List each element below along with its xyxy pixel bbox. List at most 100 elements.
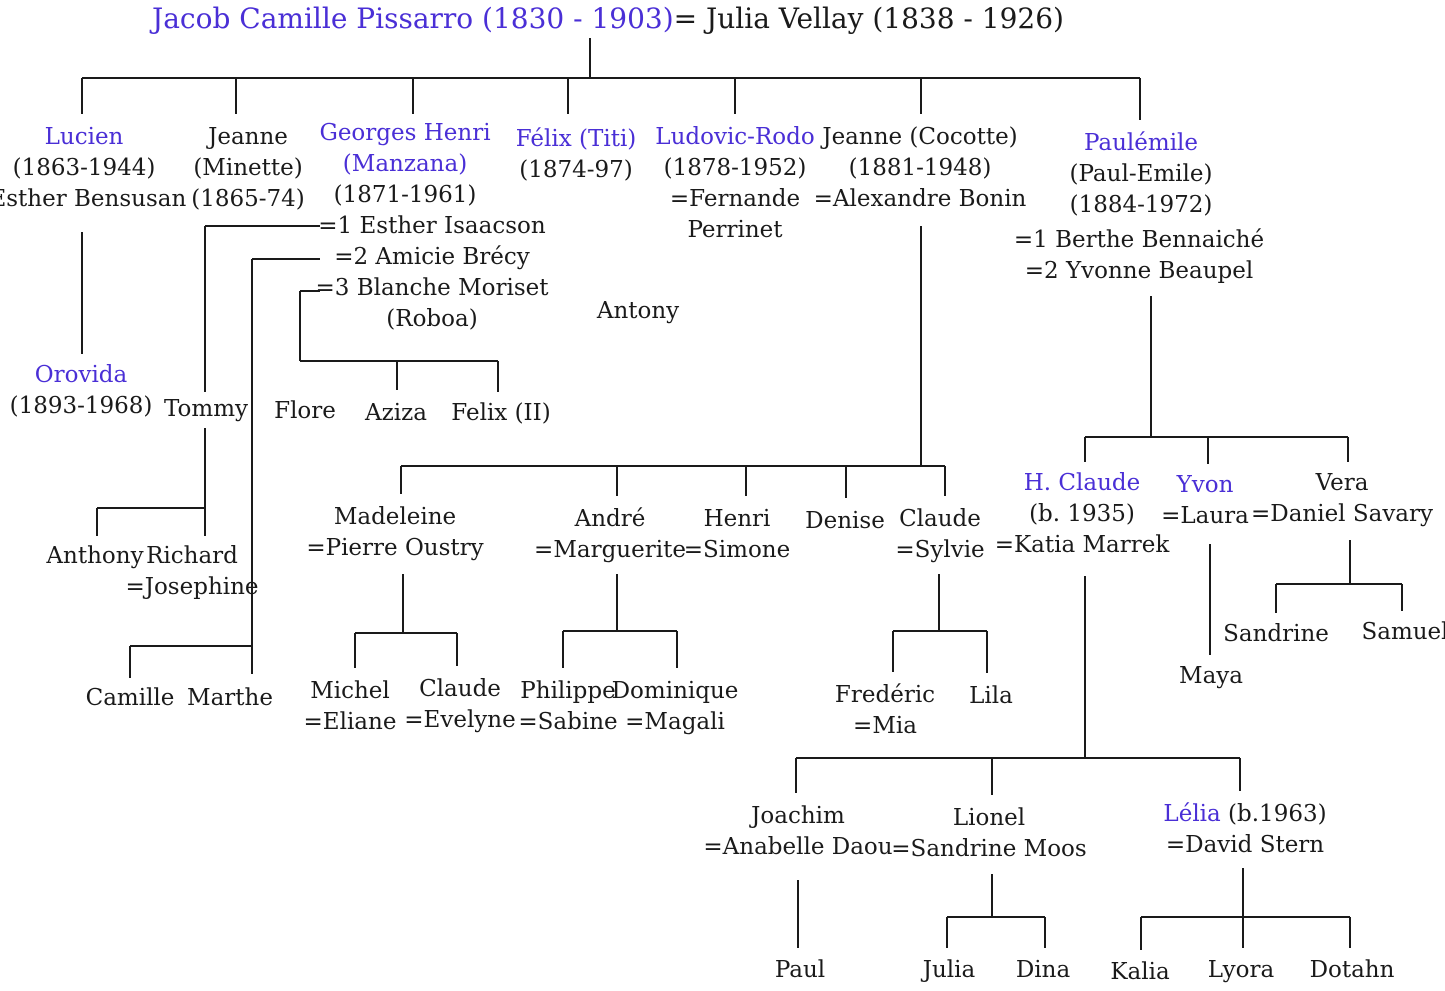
- person-lyora: Lyora: [1208, 955, 1274, 986]
- person-line: Kalia: [1110, 959, 1170, 985]
- person-line: =Sandrine Moos: [891, 836, 1087, 862]
- person-line: =2 Yvonne Beaupel: [1024, 258, 1254, 284]
- person-line: Lélia (b.1963): [1163, 801, 1327, 827]
- person-line: Jeanne (Cocotte): [822, 124, 1018, 150]
- person-sandrine: Sandrine: [1223, 619, 1329, 650]
- person-line: Claude: [899, 506, 981, 532]
- person-paulemile-spouses: =1 Berthe Bennaiché =2 Yvonne Beaupel: [1014, 225, 1264, 287]
- person-line: =Sabine: [518, 709, 618, 735]
- person-line: Madeleine: [333, 504, 457, 530]
- person-aziza: Aziza: [365, 398, 427, 429]
- person-joachim: Joachim=Anabelle Daou: [703, 801, 892, 863]
- person-dominique: Dominique=Magali: [612, 676, 739, 738]
- person-line: Yvon: [1176, 472, 1234, 498]
- person-jeanne-cocotte: Jeanne (Cocotte) (1881-1948) =Alexandre Bo…: [814, 122, 1027, 215]
- person-lila: Lila: [969, 681, 1013, 712]
- person-line: Sandrine: [1223, 621, 1329, 647]
- person-samuel: Samuel: [1361, 617, 1445, 648]
- person-line: =3 Blanche Moriset: [315, 275, 549, 301]
- person-line: (1865-74): [191, 186, 305, 212]
- person-line: =Alexandre Bonin: [813, 186, 1027, 212]
- person-line: H. Claude: [1023, 470, 1141, 496]
- person-line: Félix (Titi): [515, 126, 637, 152]
- person-line: =Evelyne: [404, 707, 516, 733]
- person-georges-spouses: =1 Esther Isaacson =2 Amicie Brécy =3 Blan…: [315, 211, 548, 335]
- person-line: (Minette): [193, 155, 303, 181]
- person-anthony: Anthony: [46, 541, 143, 572]
- person-line: =Anabelle Daou: [703, 834, 893, 860]
- person-line: Claude: [419, 676, 501, 702]
- person-richard: Richard=Josephine: [125, 541, 258, 603]
- person-denise: Denise: [805, 506, 885, 537]
- person-georges-henri: Georges Henri(Manzana)(1871-1961): [319, 118, 490, 211]
- person-line: -Esther Bensusan: [0, 186, 187, 212]
- person-vera: Vera =Daniel Savary: [1251, 468, 1433, 530]
- person-antony: Antony: [597, 296, 679, 327]
- person-line: Aziza: [365, 400, 427, 426]
- person-henri: Henri=Simone: [684, 504, 790, 566]
- patriarch-spouse: = Julia Vellay (1838 - 1926): [673, 2, 1064, 35]
- person-line: Camille: [85, 685, 175, 711]
- person-line: Michel: [310, 678, 390, 704]
- person-claude-sylvie: Claude=Sylvie: [895, 504, 984, 566]
- person-line: (Paul-Emile): [1069, 161, 1213, 187]
- person-line: =1 Berthe Bennaiché: [1013, 227, 1265, 253]
- person-line: =Daniel Savary: [1250, 501, 1434, 527]
- person-line: =Katia Marrek: [994, 532, 1170, 558]
- person-felix-titi: Félix (Titi) (1874-97): [516, 124, 637, 186]
- person-line: (Roboa): [386, 306, 478, 332]
- person-line: Samuel: [1361, 619, 1445, 645]
- person-line: Julia: [922, 957, 976, 983]
- person-flore: Flore: [274, 396, 336, 427]
- person-line: Marthe: [187, 685, 273, 711]
- person-line: =Josephine: [125, 574, 259, 600]
- person-maya: Maya: [1179, 661, 1243, 692]
- person-felix-ii: Felix (II): [451, 398, 550, 429]
- person-line: (Manzana): [342, 151, 468, 177]
- person-line: Denise: [805, 508, 885, 534]
- person-line: (1874-97): [519, 157, 633, 183]
- person-line: =2 Amicie Brécy: [334, 244, 530, 270]
- person-line: Ludovic-Rodo: [655, 124, 815, 150]
- person-line: Fredéric: [834, 682, 936, 708]
- person-line: Henri: [703, 506, 771, 532]
- person-orovida: Orovida (1893-1968): [10, 360, 153, 422]
- person-line: =Magali: [625, 709, 725, 735]
- person-philippe: Philippe =Sabine: [518, 676, 617, 738]
- person-line: Lionel: [952, 805, 1026, 831]
- person-line: Flore: [274, 398, 336, 424]
- person-line: Philippe: [520, 678, 616, 704]
- person-h-claude: H. Claude (b. 1935) =Katia Marrek: [995, 468, 1170, 561]
- person-andre: André=Marguerite: [534, 504, 686, 566]
- person-line: =1 Esther Isaacson: [318, 213, 546, 239]
- person-claude-evelyne: Claude =Evelyne: [404, 674, 515, 736]
- person-line: (1893-1968): [9, 393, 153, 419]
- person-line: Anthony: [46, 543, 144, 569]
- person-line: Paul: [774, 957, 826, 983]
- person-tommy: Tommy: [164, 394, 248, 425]
- person-line: =Pierre Oustry: [306, 535, 484, 561]
- person-line: Tommy: [163, 396, 249, 422]
- person-line: (1863-1944): [12, 155, 156, 181]
- person-lelia: Lélia (b.1963) =David Stern: [1163, 799, 1326, 861]
- person-line: Jeanne: [208, 124, 288, 150]
- person-line: =Laura: [1161, 503, 1249, 529]
- person-line: (1884-1972): [1069, 192, 1213, 218]
- person-line: Dotahn: [1309, 957, 1395, 983]
- person-line: Felix (II): [451, 400, 551, 426]
- person-line: =David Stern: [1165, 832, 1325, 858]
- person-line: Paulémile: [1083, 130, 1199, 156]
- person-line: Vera: [1315, 470, 1369, 496]
- person-line: Perrinet: [687, 217, 783, 243]
- person-michel: Michel=Eliane: [304, 676, 397, 738]
- person-line: André: [574, 506, 646, 532]
- tree-header: Jacob Camille Pissarro (1830 - 1903)= Ju…: [152, 0, 1064, 38]
- person-line: Dina: [1015, 957, 1071, 983]
- person-lionel: Lionel =Sandrine Moos: [891, 803, 1086, 865]
- person-line: (b. 1935): [1029, 501, 1135, 527]
- person-line: Orovida: [34, 362, 128, 388]
- person-paul: Paul: [775, 955, 825, 986]
- person-line: (1881-1948): [848, 155, 992, 181]
